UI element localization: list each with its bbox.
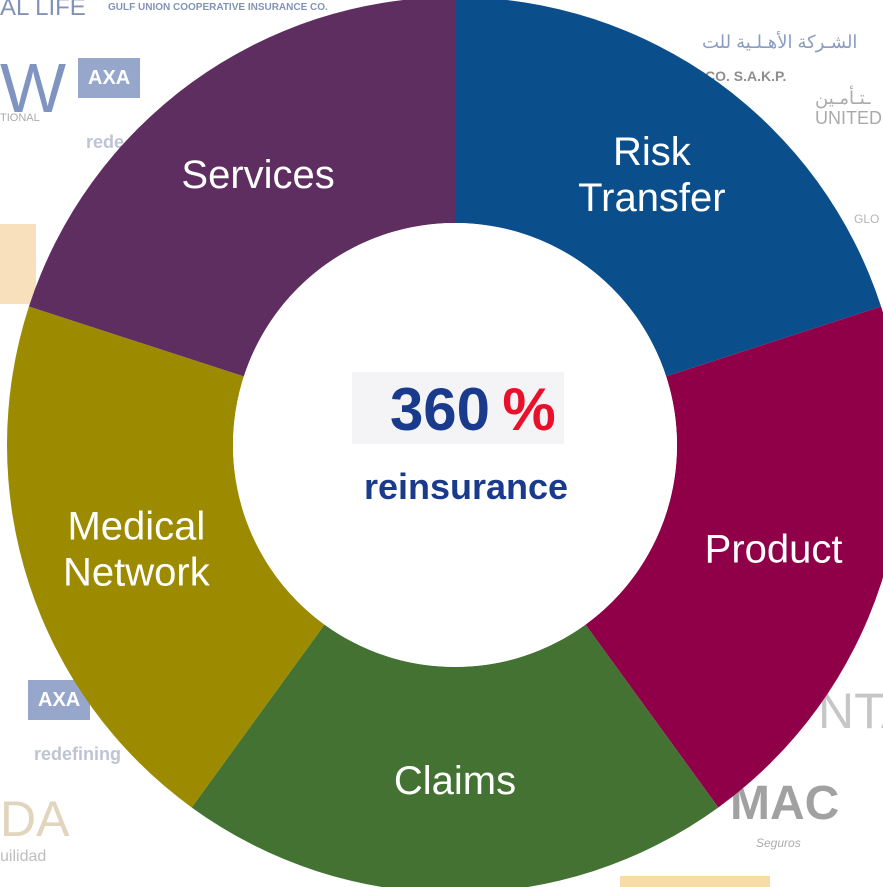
logo-al-ahlia-arabic: الشـركة الأهـلـية للت xyxy=(702,32,858,52)
segment-label-product: Product xyxy=(705,528,843,572)
logo-united: UNITED I xyxy=(815,108,883,128)
center-360: 360 xyxy=(390,376,490,443)
segment-label-medical-network-line1: Medical xyxy=(67,505,205,549)
segment-label-risk-transfer-line1: Risk xyxy=(613,130,692,174)
logo-international: TIONAL xyxy=(0,112,40,124)
segment-label-medical-network-line2: Network xyxy=(63,551,211,595)
logo-glo: GLO xyxy=(854,212,880,226)
logo-united-arabic: ـتـأمـين xyxy=(815,88,871,108)
logo-gulf-union: GULF UNION COOPERATIVE INSURANCE CO. xyxy=(108,2,328,13)
segment-label-claims: Claims xyxy=(394,759,516,803)
logo-nta: NTA xyxy=(818,683,883,739)
segment-product xyxy=(585,306,883,808)
logo-co-sakp: CO. S.A.K.P. xyxy=(705,68,787,84)
segment-risk-transfer xyxy=(455,0,882,377)
logo-uilidad: uilidad xyxy=(0,848,47,865)
logo-mac: MAC xyxy=(730,777,840,830)
logo-seguros: Seguros xyxy=(756,836,801,850)
segment-medical-network xyxy=(7,306,325,808)
segment-label-services: Services xyxy=(181,153,334,197)
logo-da: DA xyxy=(0,791,70,847)
logo-color-block-bottom xyxy=(620,876,770,887)
logo-axa-top: AXA xyxy=(78,58,140,98)
center-logo-backdrop xyxy=(352,372,564,444)
logo-redefining-top: rede xyxy=(86,132,125,152)
center-subtitle: reinsurance xyxy=(364,466,568,507)
logo-al-life: AL LIFE xyxy=(0,0,86,21)
center-percent-symbol: % xyxy=(502,376,555,443)
wheel-segments xyxy=(7,0,883,887)
segment-claims xyxy=(191,624,719,887)
logo-redefining-bottom: redefining xyxy=(34,744,122,764)
center-hub xyxy=(233,223,677,667)
segment-services xyxy=(28,0,455,377)
logo-w: W xyxy=(0,49,67,127)
segment-label-risk-transfer-line2: Transfer xyxy=(578,176,725,220)
logo-color-block-left xyxy=(0,224,36,304)
